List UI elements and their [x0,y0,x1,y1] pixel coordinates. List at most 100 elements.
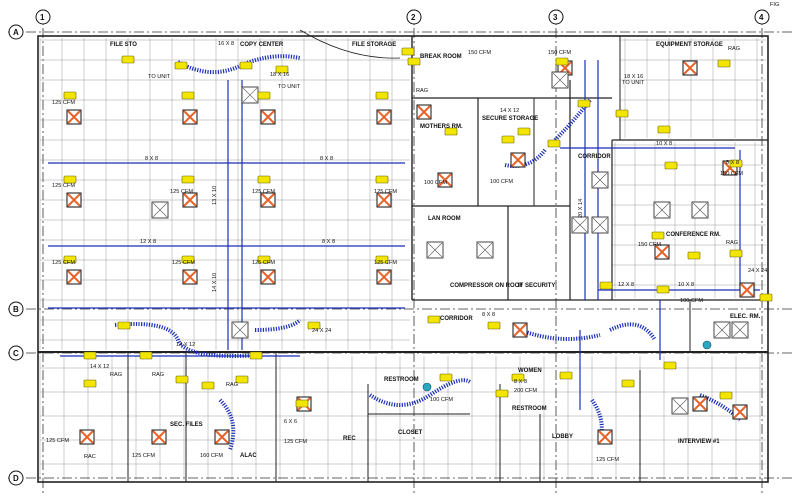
grid-label-B: B [13,305,19,314]
duct-size-label: 8 X 8 [482,312,495,318]
diffuser-tag-icon [657,125,671,134]
equipment-label: RAG [726,240,738,246]
airflow-label: 125 CFM [374,189,397,195]
return-grille-icon [426,241,444,259]
diffuser-tag-icon [511,373,525,382]
diffuser-tag-icon [427,315,441,324]
grid-bubble-C [8,345,24,361]
return-grille-icon [476,241,494,259]
supply-diffuser-icon [260,269,276,285]
supply-diffuser-icon [732,404,748,420]
duct-size-label: 20 X 14 [578,199,584,218]
room-label-equipment-storage: EQUIPMENT STORAGE [656,42,723,48]
diffuser-tag-icon [577,99,591,108]
room-label-sec-files: SEC. FILES [170,422,203,428]
return-grille-icon [671,397,689,415]
diffuser-tag-icon [487,321,501,330]
airflow-label: 160 CFM [200,453,223,459]
diffuser-tag-icon [559,371,573,380]
exhaust-fan-marker [702,340,712,350]
diffuser-tag-icon [181,255,195,264]
diffuser-tag-icon [664,161,678,170]
airflow-label: 125 CFM [52,183,75,189]
supply-diffuser-icon [692,396,708,412]
supply-diffuser-icon [597,429,613,445]
equipment-label: TO UNIT [148,74,171,80]
diffuser-tag-icon [717,59,731,68]
equipment-label: RAG [110,372,122,378]
airflow-label: 125 CFM [284,439,307,445]
duct-size-label: 14 X 12 [500,108,519,114]
supply-diffuser-icon [437,172,453,188]
return-grille-icon [241,86,259,104]
airflow-label: 100 CFM [424,180,447,186]
airflow-labels: 125 CFM 125 CFM 125 CFM 125 CFM 125 CFM … [46,50,743,463]
room-label-corridor-lower: CORRIDOR [440,316,473,322]
room-label-copy-center: COPY CENTER [240,42,284,48]
diffuser-tag-icon [656,285,670,294]
diffuser-tag-icon [759,293,773,302]
airflow-label: 150 CFM [548,50,571,56]
diffuser-tag-icon [729,249,743,258]
airflow-label: 125 CFM [596,457,619,463]
room-label-elec-rm: ELEC. RM. [730,314,761,320]
room-label-closet: CLOSET [398,430,423,436]
diffuser-tag-icon [615,109,629,118]
room-label-it-security: IT SECURITY [518,283,555,289]
equipment-label: TO UNIT [278,84,301,90]
return-grille-icon [151,201,169,219]
door-swing-arc [299,29,401,59]
supply-diffuser-icon [66,192,82,208]
duct-size-label: 18 X 16 [270,72,289,78]
airflow-label: 125 CFM [132,453,155,459]
grid-bubble-3 [548,9,564,25]
supply-diffuser-icon [739,282,755,298]
supply-diffuser-icon [654,244,670,260]
airflow-label: 125 CFM [172,260,195,266]
grid-label-4: 4 [759,13,764,22]
diffuser-tag-icon [275,65,289,74]
exhaust-fan-marker [422,382,432,392]
airflow-label: 100 CFM [430,397,453,403]
airflow-label: 125 CFM [374,260,397,266]
return-grille-icon [231,321,249,339]
equipment-tags [63,47,773,408]
flex-duct [519,328,601,341]
diffuser-tag-icon [83,351,97,360]
equipment-label: RAG [416,88,428,94]
diffuser-tag-icon [139,351,153,360]
airflow-label: 200 CFM [514,388,537,394]
diffuser-tag-icon [663,361,677,370]
duct-size-label: 10 X 8 [678,282,694,288]
duct-size-label: 8 X 8 [726,160,739,166]
airflow-label: 100 CFM [680,298,703,304]
duct-size-label: 14 X 10 [212,273,218,292]
airflow-label: 150 CFM [638,242,661,248]
supply-diffuser-icon [682,60,698,76]
supply-diffuser-icon [151,429,167,445]
room-label-interview: INTERVIEW #1 [678,439,720,445]
diffuser-tag-icon [63,255,77,264]
supply-diffuser-icon [512,322,528,338]
room-label-restroom-2: RESTROOM [512,406,547,412]
diffuser-tag-icon [719,391,733,400]
duct-size-label: 24 X 24 [748,268,767,274]
diffuser-tag-icon [83,379,97,388]
diffuser-tag-icon [295,399,309,408]
supply-diffuser-icon [66,109,82,125]
room-label-lobby: LOBBY [552,434,573,440]
diffuser-tag-icon [375,91,389,100]
duct-size-label: 10 X 8 [656,141,672,147]
duct-size-label: 8 X 8 [145,156,158,162]
equipment-label: RAC [84,454,96,460]
equipment-label: RAG [226,382,238,388]
duct-size-label: 8 X 8 [320,156,333,162]
room-label-break-room: BREAK ROOM [420,54,462,60]
supply-diffuser-icon [260,109,276,125]
diffuser-tag-icon [687,251,701,260]
diffuser-tag-icon [181,175,195,184]
flex-duct [177,54,301,75]
diffuser-tag-icon [235,375,249,384]
grid-label-2: 2 [411,13,416,22]
